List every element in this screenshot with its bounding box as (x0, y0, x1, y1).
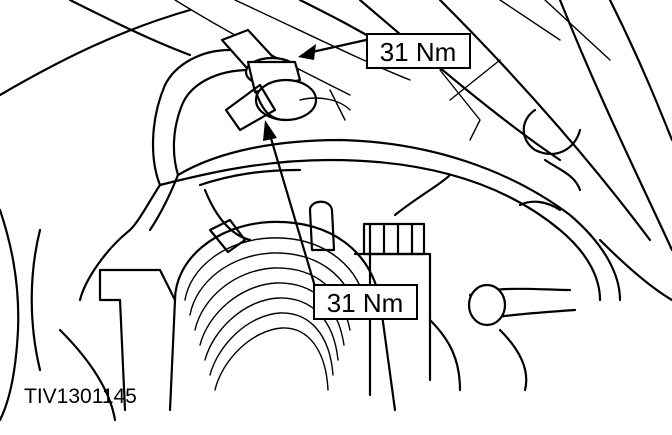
pipe-assembly (78, 48, 622, 302)
torque-label-lower: 31 Nm (327, 288, 404, 318)
torque-label-upper: 31 Nm (380, 37, 457, 67)
upper-fitting (220, 28, 351, 132)
figure-id: TIV1301145 (24, 385, 137, 408)
arrowhead-upper (298, 44, 316, 60)
bolt-bracket (353, 173, 462, 397)
leader-lines (263, 38, 368, 292)
torque-callout-upper: 31 Nm (366, 33, 471, 69)
torque-callout-lower: 31 Nm (313, 284, 418, 320)
right-connector (439, 59, 582, 392)
arrowhead-lower (263, 120, 277, 141)
background-panel-lines (0, 0, 672, 422)
